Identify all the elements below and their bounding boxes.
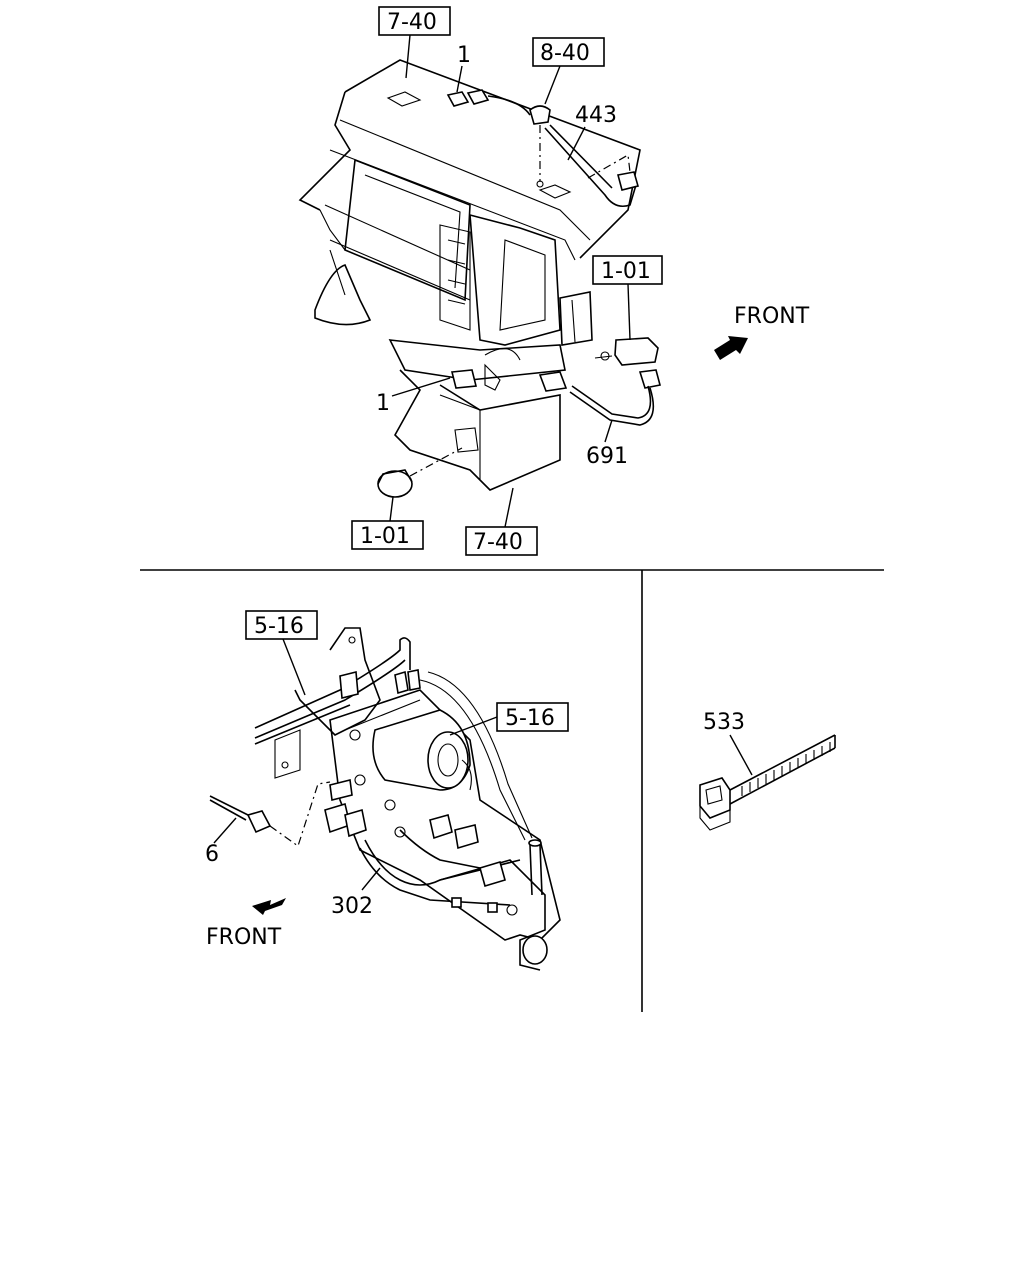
front-label-bottom: FRONT: [206, 925, 282, 950]
part-number-6: 6: [205, 842, 219, 867]
ref-label-7-40-top: 7-40: [387, 10, 437, 35]
switch-and-harness-691: [450, 337, 661, 426]
front-arrow-bottom-icon: [252, 898, 286, 915]
ref-label-8-40: 8-40: [540, 41, 590, 66]
cable-tie-illustration: [699, 734, 836, 831]
ref-box-5-16-mid: 5-16: [449, 702, 569, 736]
round-switch: [377, 447, 463, 498]
ref-box-8-40: 8-40: [532, 37, 605, 105]
front-label-top: FRONT: [734, 304, 810, 329]
dashboard-illustration: [298, 59, 641, 491]
abs-module-illustration: [254, 627, 561, 971]
ref-label-1-01-right: 1-01: [601, 259, 651, 284]
ref-box-1-01-right: 1-01: [592, 255, 663, 341]
ref-box-7-40-bottom: 7-40: [465, 487, 538, 556]
ref-box-1-01-bottom: 1-01: [351, 496, 424, 550]
part-number-1-mid: 1: [376, 391, 390, 416]
ref-label-5-16-left: 5-16: [254, 614, 304, 639]
ref-label-5-16-mid: 5-16: [505, 706, 555, 731]
ref-label-7-40-bottom: 7-40: [473, 530, 523, 555]
ref-box-5-16-left: 5-16: [245, 610, 318, 696]
part-number-533: 533: [703, 710, 745, 735]
connector-part-6: [209, 781, 331, 847]
front-arrow-top-icon: [714, 336, 748, 360]
ref-box-7-40-top: 7-40: [378, 6, 451, 79]
connector-part-1-top: [446, 89, 531, 116]
part-number-691: 691: [586, 444, 628, 469]
part-number-302: 302: [331, 894, 373, 919]
ref-label-1-01-bottom: 1-01: [360, 524, 410, 549]
clip-and-harness-443: [529, 105, 639, 208]
part-number-443: 443: [575, 103, 617, 128]
part-number-1-top: 1: [457, 43, 471, 68]
